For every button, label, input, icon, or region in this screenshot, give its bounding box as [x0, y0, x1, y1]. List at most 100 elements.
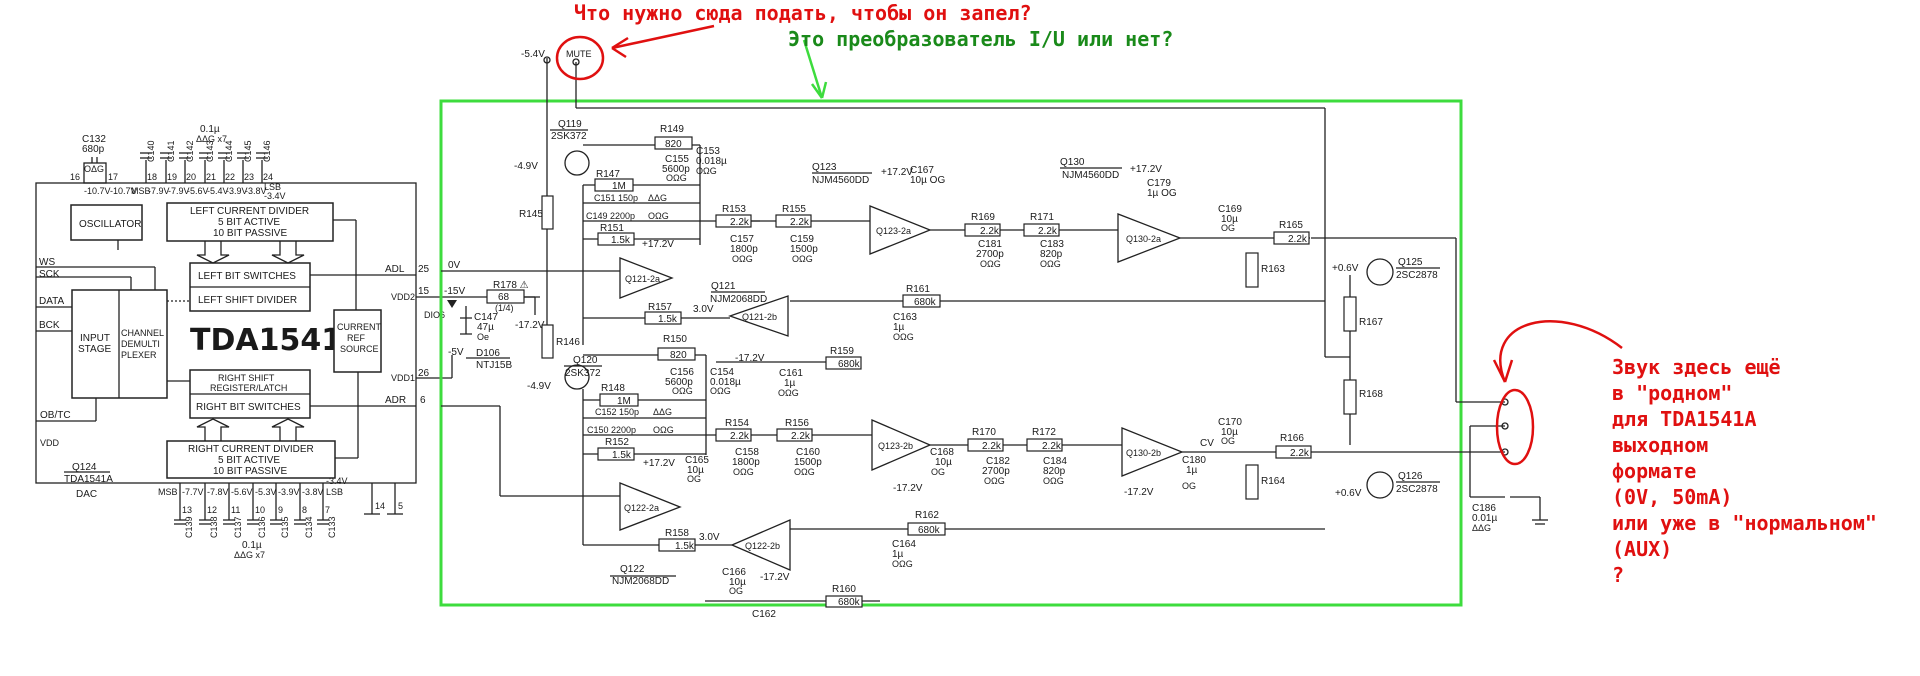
- r155-label: R155: [782, 204, 806, 215]
- q130b-out-v: CV: [1200, 438, 1214, 449]
- left-divider-line3: 10 BIT PASSIVE: [213, 228, 287, 239]
- r172-label: R172: [1032, 427, 1056, 438]
- v-minus5: -5V: [448, 347, 464, 358]
- c167-value: 10µ OG: [910, 175, 945, 186]
- demux-l2: DEMULTI: [121, 339, 160, 349]
- r161-value: 680k: [914, 297, 937, 308]
- c169-value: 10µ: [1221, 214, 1238, 225]
- svg-text:5: 5: [398, 501, 403, 511]
- q130a-label: Q130-2a: [1126, 234, 1161, 244]
- r169-label: R169: [971, 212, 995, 223]
- c158-type: OΩG: [733, 467, 754, 477]
- input-stage-l2: STAGE: [78, 344, 111, 355]
- q122a-label: Q122-2a: [624, 503, 659, 513]
- svg-text:C143: C143: [205, 140, 215, 162]
- c163-type: OΩG: [893, 332, 914, 342]
- vdd2-label: VDD2: [391, 292, 415, 302]
- r172-value: 2.2k: [1042, 441, 1062, 452]
- svg-text:22: 22: [225, 172, 235, 182]
- q123b-label: Q123-2b: [878, 441, 913, 451]
- q126-label: Q126: [1398, 471, 1423, 482]
- c163-value: 1µ: [893, 322, 905, 333]
- adl-ov: 0V: [448, 260, 461, 271]
- output-question-l4: выходном: [1612, 433, 1708, 457]
- c182-value: 2700p: [982, 466, 1010, 477]
- q121b-out-v: 3.0V: [693, 304, 714, 315]
- top-decoupling-caps: [83, 152, 268, 184]
- c151-label: C151 150p: [594, 193, 638, 203]
- c152-type: ΔΔG: [653, 407, 672, 417]
- r164-label: R164: [1261, 476, 1285, 487]
- svg-text:-3.8V: -3.8V: [302, 487, 324, 497]
- q121a-vplus: +17.2V: [642, 239, 674, 250]
- svg-text:-10.7V: -10.7V: [110, 186, 137, 196]
- left-shift-label: LEFT SHIFT DIVIDER: [198, 295, 297, 306]
- c186-label: C186: [1472, 503, 1496, 514]
- svg-text:-3.4V: -3.4V: [326, 476, 348, 486]
- c170-value: 10µ: [1221, 427, 1238, 438]
- c164-label: C164: [892, 539, 916, 550]
- svg-text:-3.4V: -3.4V: [264, 191, 286, 201]
- svg-text:C144: C144: [224, 140, 234, 162]
- c153-type: OΩG: [696, 166, 717, 176]
- c167-label: C167: [910, 165, 934, 176]
- r160-label: R160: [832, 584, 856, 595]
- q120-part: 2SK372: [565, 368, 601, 379]
- diode-label: DIO6: [424, 310, 445, 320]
- svg-text:C141: C141: [166, 140, 176, 162]
- r152-value: 1.5k: [612, 450, 632, 461]
- q119-part: 2SK372: [551, 131, 587, 142]
- mute-circle: [555, 35, 605, 81]
- top-cap-type: ΔΔG x7: [196, 134, 227, 144]
- c160-value: 1500p: [794, 457, 822, 468]
- svg-text:20: 20: [186, 172, 196, 182]
- c147-type: Oe: [477, 332, 489, 342]
- q123a-label: Q123-2a: [876, 226, 911, 236]
- svg-text:12: 12: [207, 505, 217, 515]
- q130-part: NJM4560DD: [1062, 170, 1119, 181]
- q125-transistor: [1366, 258, 1394, 286]
- q130a-vplus: +17.2V: [1130, 164, 1162, 175]
- c156-value: 5600p: [665, 377, 693, 388]
- output-stage: +0.6V +0.6V Q125 2SC2878 Q126 2SC2878 R1…: [1311, 237, 1548, 533]
- svg-text:C133: C133: [327, 516, 337, 538]
- svg-text:-3.9V: -3.9V: [278, 487, 300, 497]
- c149-type: OΩG: [648, 211, 669, 221]
- r153-label: R153: [722, 204, 746, 215]
- q123b-vminus: -17.2V: [893, 483, 923, 494]
- c161-label: C161: [779, 368, 803, 379]
- adr-label: ADR: [385, 395, 406, 406]
- vdd1-pin: 26: [418, 368, 430, 379]
- bottom-cap-labels: C139 C138 C137 C136 C135 C134 C133: [184, 516, 337, 538]
- svg-text:-3.8V: -3.8V: [245, 186, 267, 196]
- dac-input-labels: WS SCK DATA BCK OB/TC VDD: [39, 257, 71, 448]
- svg-text:8: 8: [302, 505, 307, 515]
- output-question-l8: (AUX): [1612, 537, 1672, 561]
- right-divider-l2: 5 BIT ACTIVE: [218, 455, 280, 466]
- c159-value: 1500p: [790, 244, 818, 255]
- q120-label: Q120: [573, 355, 598, 366]
- c151-type: ΔΔG: [648, 193, 667, 203]
- c155-type: OΩG: [666, 173, 687, 183]
- c162-label: C162: [752, 609, 776, 620]
- oscillator-block: [70, 204, 143, 241]
- svg-text:-7.7V: -7.7V: [182, 487, 204, 497]
- input-stage-l1: INPUT: [80, 333, 110, 344]
- q122b-label: Q122-2b: [745, 541, 780, 551]
- c147-value: 47µ: [477, 322, 494, 333]
- iu-arrow: [802, 39, 824, 99]
- c157-value: 1800p: [730, 244, 758, 255]
- svg-text:-7.9V: -7.9V: [148, 186, 170, 196]
- right-divider-l3: 10 BIT PASSIVE: [213, 466, 287, 477]
- c184-label: C184: [1043, 456, 1067, 467]
- svg-text:C135: C135: [280, 516, 290, 538]
- r178-note: (1/4): [495, 303, 514, 313]
- c168-label: C168: [930, 447, 954, 458]
- c183-label: C183: [1040, 239, 1064, 250]
- r157-label: R157: [648, 302, 672, 313]
- q121-label: Q121: [711, 281, 736, 292]
- q123a-opamp: [869, 205, 932, 255]
- adr-pin: 6: [420, 395, 426, 406]
- c156-label: C156: [670, 367, 694, 378]
- q122a-vplus: +17.2V: [643, 458, 675, 469]
